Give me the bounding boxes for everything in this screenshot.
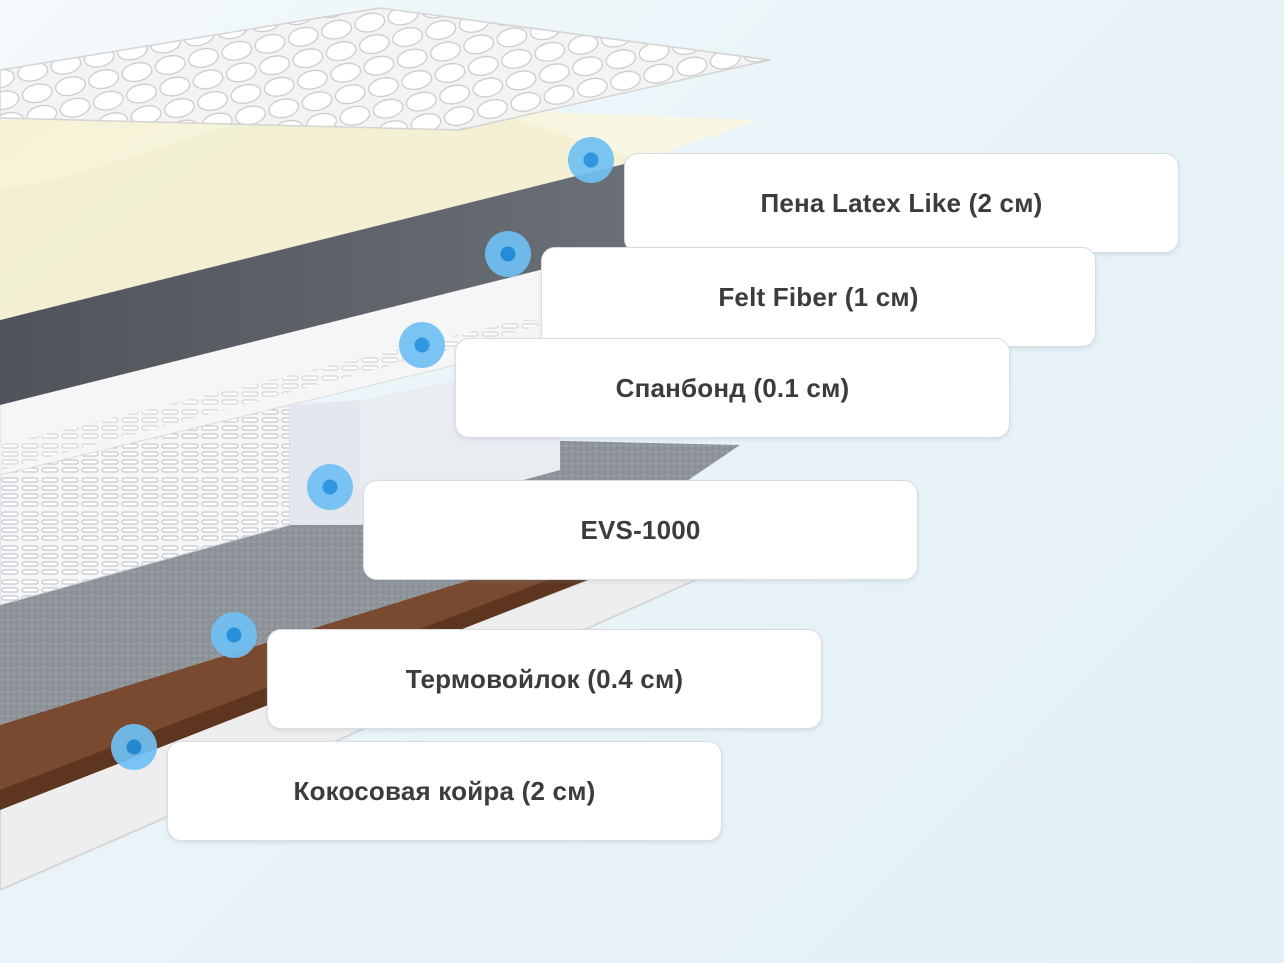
layer-label-evs-text: EVS-1000: [580, 514, 701, 545]
layer-label-thermofelt: Термовойлок (0.4 см): [267, 629, 822, 729]
hotspot-latex[interactable]: [568, 137, 614, 183]
hotspot-coir[interactable]: [111, 724, 157, 770]
layer-label-coir-text: Кокосовая койра (2 см): [293, 775, 596, 806]
layer-label-evs: EVS-1000: [363, 480, 918, 580]
layer-label-latex-text: Пена Latex Like (2 см): [760, 187, 1043, 218]
layer-label-thermofelt-text: Термовойлок (0.4 см): [405, 663, 684, 694]
layer-label-felt-text: Felt Fiber (1 см): [718, 281, 919, 312]
hotspot-thermofelt[interactable]: [211, 612, 257, 658]
felt-fiber-layer: [0, 160, 640, 405]
quilted-cover: [0, 7, 771, 131]
hotspot-felt[interactable]: [485, 231, 531, 277]
hotspot-spunbond[interactable]: [399, 322, 445, 368]
layer-label-coir: Кокосовая койра (2 см): [167, 741, 722, 841]
layer-label-spunbond-text: Спанбонд (0.1 см): [615, 372, 850, 403]
layer-label-latex: Пена Latex Like (2 см): [624, 153, 1179, 253]
layer-label-felt: Felt Fiber (1 см): [541, 247, 1096, 347]
hotspot-evs[interactable]: [307, 464, 353, 510]
latex-foam-wave: [0, 102, 640, 320]
layer-label-spunbond: Спанбонд (0.1 см): [455, 338, 1010, 438]
